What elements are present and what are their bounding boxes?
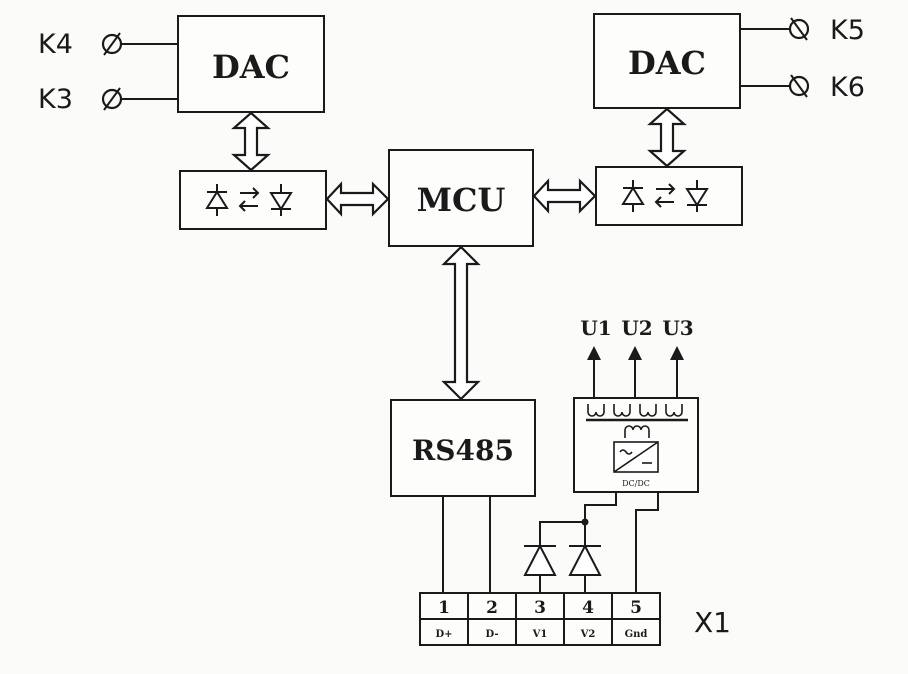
bus-arrow-rs485 — [441, 245, 481, 401]
pin-5-label: Gnd — [625, 629, 648, 640]
transformer-icon — [586, 404, 688, 473]
dac-right-label: DAC — [628, 44, 706, 82]
optocoupler-left-icon — [205, 184, 293, 216]
k5-label: K5 — [830, 15, 865, 46]
diode-v2-icon — [568, 543, 602, 576]
bus-arrow-dac-left — [231, 111, 271, 172]
diode-v1-icon — [523, 543, 557, 576]
junction-dot — [581, 518, 589, 526]
pin-3-number: 3 — [534, 598, 546, 618]
pin-1-number: 1 — [438, 598, 450, 618]
mcu-label: MCU — [417, 181, 506, 219]
optocoupler-right-icon — [621, 180, 709, 212]
dac-right-block — [593, 13, 741, 109]
connector-x1-label: X1 — [694, 606, 731, 639]
k5-terminal-icon — [788, 17, 810, 41]
wire-dcdc-in — [584, 492, 617, 520]
output-u1-label: U1 — [580, 316, 611, 340]
pin-5-number: 5 — [630, 598, 642, 618]
isolator-left-block — [179, 170, 327, 230]
pin-3-label: V1 — [532, 629, 548, 640]
bus-arrow-mcu-right — [532, 178, 597, 214]
mcu-block — [388, 149, 534, 247]
bus-arrow-mcu-left — [325, 181, 390, 217]
k3-terminal-icon — [101, 87, 123, 111]
pin-4-number: 4 — [582, 598, 594, 618]
bus-arrow-dac-right — [647, 107, 687, 168]
k4-terminal-icon — [101, 32, 123, 56]
dac-left-block — [177, 15, 325, 113]
wire-gnd — [635, 492, 659, 593]
k6-label: K6 — [830, 72, 865, 103]
dcdc-label: DC/DC — [622, 479, 650, 488]
rs485-label: RS485 — [412, 434, 514, 467]
k4-label: K4 — [38, 29, 73, 60]
k6-terminal-icon — [788, 74, 810, 98]
rs485-block — [390, 399, 536, 497]
pin-1-label: D+ — [435, 629, 452, 640]
output-u2-label: U2 — [621, 316, 652, 340]
k3-label: K3 — [38, 84, 73, 115]
dac-left-label: DAC — [212, 48, 290, 86]
pin-2-number: 2 — [486, 598, 498, 618]
pin-2-label: D- — [485, 629, 498, 640]
isolator-right-block — [595, 166, 743, 226]
pin-4-label: V2 — [580, 629, 596, 640]
output-arrows — [587, 346, 684, 398]
connector-x1 — [419, 592, 661, 646]
output-u3-label: U3 — [662, 316, 693, 340]
